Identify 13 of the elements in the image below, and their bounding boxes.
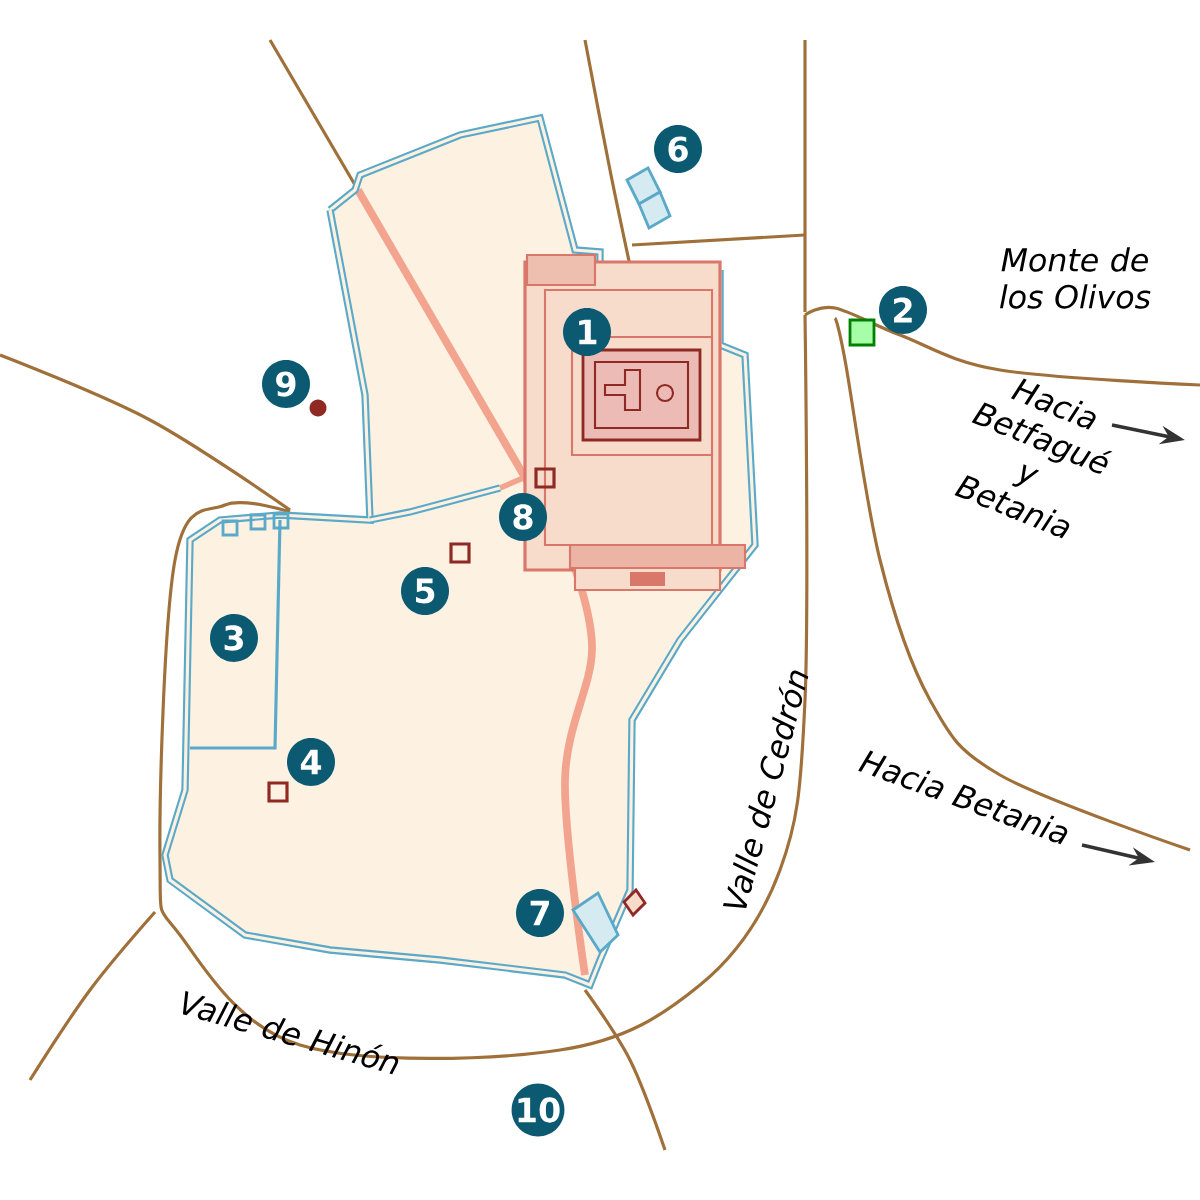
callout-number: 3 (210, 614, 258, 662)
callout-number: 4 (287, 738, 335, 786)
callout-number: 10 (511, 1083, 565, 1137)
callout-number: 8 (499, 493, 547, 541)
place-label: Valle de Hinón (182, 990, 399, 1075)
callout-number: 5 (401, 567, 449, 615)
place-label: Valle de Cedrón (722, 670, 809, 908)
callout-number: 6 (654, 125, 702, 173)
callout-number: 7 (516, 889, 564, 937)
place-label: Monte de los Olivos (1000, 247, 1151, 309)
callout-number: 1 (563, 308, 611, 356)
callout-number: 2 (879, 286, 927, 334)
callout-number: 9 (262, 360, 310, 408)
